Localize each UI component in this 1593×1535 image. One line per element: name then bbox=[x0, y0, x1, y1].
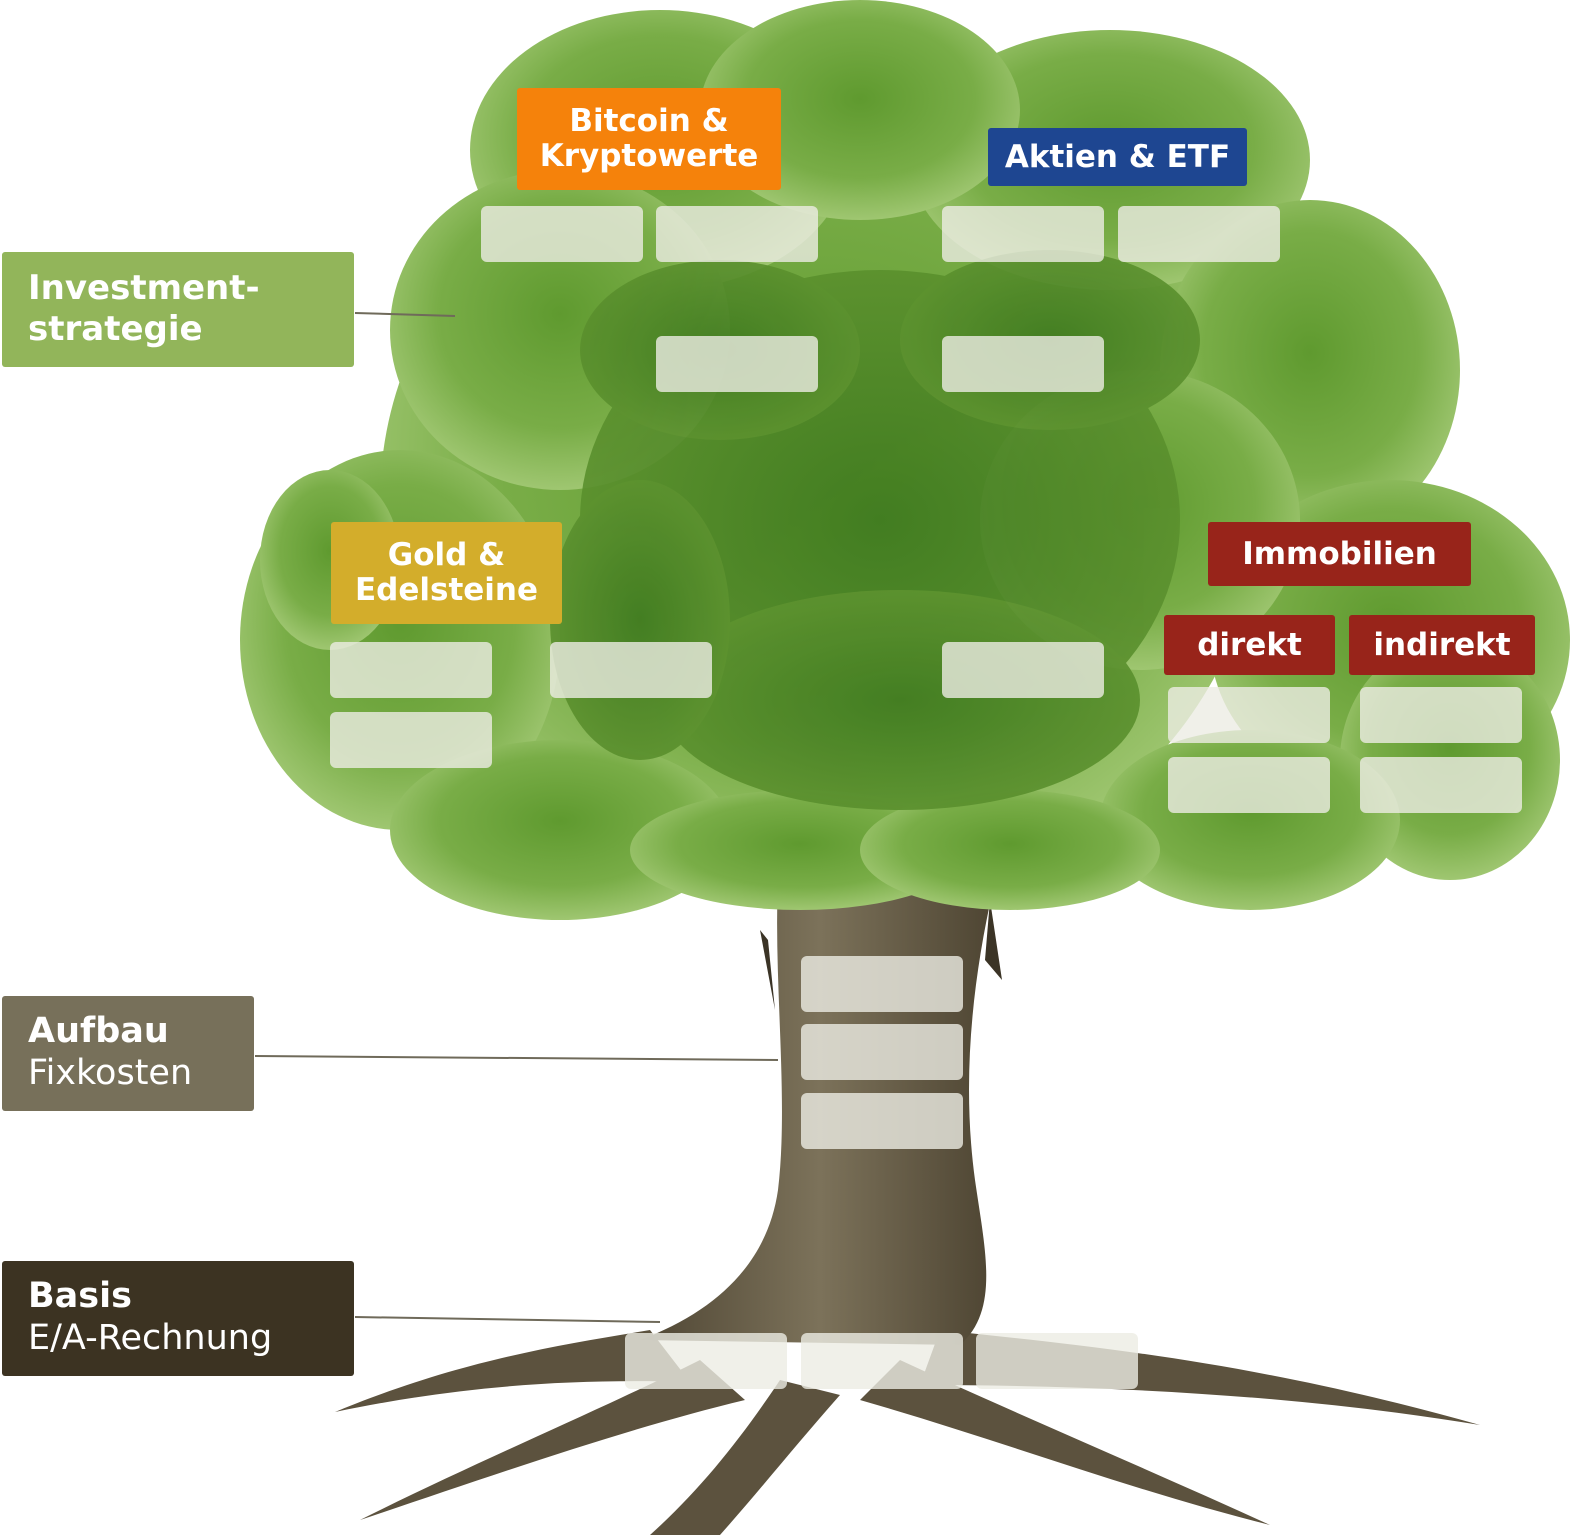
slot-aktien-1[interactable] bbox=[942, 206, 1104, 262]
slot-indirekt-1[interactable] bbox=[1360, 687, 1522, 743]
slot-bitcoin-2[interactable] bbox=[656, 206, 818, 262]
slot-basis-1[interactable] bbox=[625, 1333, 787, 1389]
connector-lines bbox=[254, 312, 779, 1323]
slot-aufbau-3[interactable] bbox=[801, 1093, 963, 1149]
category-immobilien: Immobilien bbox=[1208, 522, 1471, 586]
category-indirekt: indirekt bbox=[1349, 615, 1535, 675]
category-aktien: Aktien & ETF bbox=[988, 128, 1247, 186]
side-label-investment: Investment- strategie bbox=[2, 252, 354, 367]
slot-bitcoin-3[interactable] bbox=[656, 336, 818, 392]
slot-gold-1[interactable] bbox=[330, 642, 492, 698]
side-label-basis: Basis E/A-Rechnung bbox=[2, 1261, 354, 1376]
slot-aufbau-1[interactable] bbox=[801, 956, 963, 1012]
slot-aktien-2[interactable] bbox=[1118, 206, 1280, 262]
slot-direkt-1[interactable] bbox=[1168, 687, 1330, 743]
slot-indirekt-2[interactable] bbox=[1360, 757, 1522, 813]
investment-line1: Investment- bbox=[28, 268, 260, 308]
slot-aufbau-2[interactable] bbox=[801, 1024, 963, 1080]
slot-basis-3[interactable] bbox=[976, 1333, 1138, 1389]
slot-bitcoin-1[interactable] bbox=[481, 206, 643, 262]
aufbau-subtitle: Fixkosten bbox=[28, 1053, 193, 1093]
slot-gold-2[interactable] bbox=[550, 642, 712, 698]
category-bitcoin: Bitcoin & Kryptowerte bbox=[517, 88, 781, 190]
slot-gold-3[interactable] bbox=[330, 712, 492, 768]
side-label-aufbau: Aufbau Fixkosten bbox=[2, 996, 254, 1111]
basis-title: Basis bbox=[28, 1276, 132, 1316]
aufbau-title: Aufbau bbox=[28, 1011, 169, 1051]
investment-line2: strategie bbox=[28, 308, 203, 349]
slot-basis-2[interactable] bbox=[801, 1333, 963, 1389]
slot-aktien-3[interactable] bbox=[942, 336, 1104, 392]
slot-direkt-2[interactable] bbox=[1168, 757, 1330, 813]
category-gold: Gold & Edelsteine bbox=[331, 522, 562, 624]
category-direkt: direkt bbox=[1164, 615, 1335, 675]
basis-subtitle: E/A-Rechnung bbox=[28, 1318, 273, 1358]
slot-center-1[interactable] bbox=[942, 642, 1104, 698]
